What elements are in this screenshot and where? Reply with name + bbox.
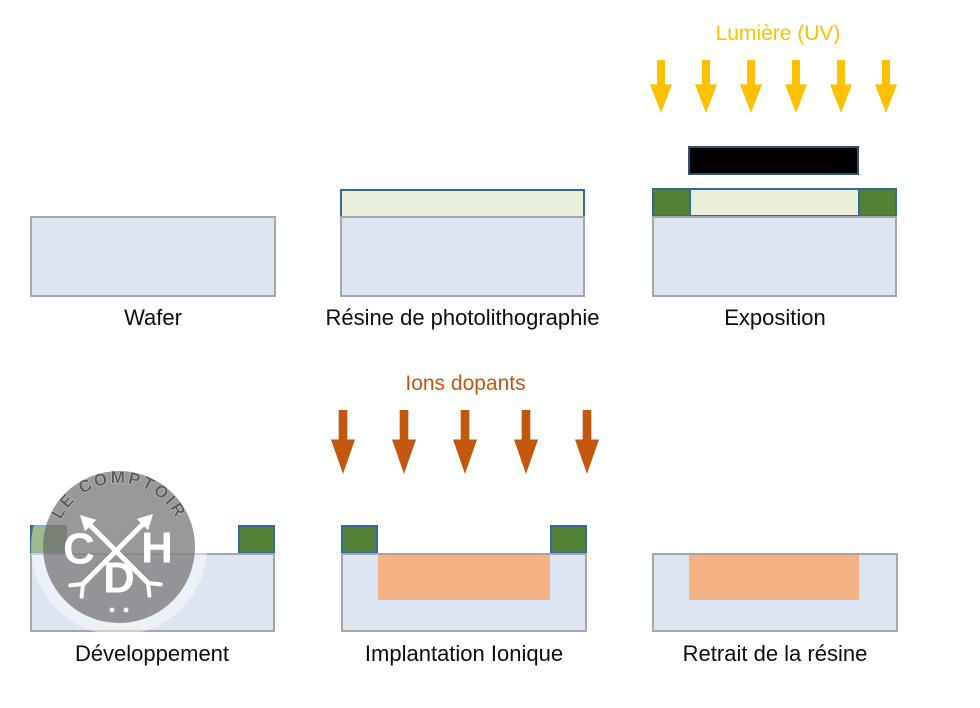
- watermark-letter-h: H: [141, 524, 173, 573]
- exposed-resist-right: [860, 190, 895, 215]
- uv-arrow-icon: [695, 60, 717, 113]
- masked-resist-center: [689, 190, 860, 215]
- le-comptoir-watermark: LE COMPTOIR C H D: [31, 459, 207, 635]
- exposed-resist-strip: [652, 188, 897, 217]
- ion-arrow-icon: [575, 410, 599, 474]
- watermark-dot: [123, 607, 129, 613]
- doped-region: [378, 555, 550, 600]
- uv-arrow-icon: [830, 60, 852, 113]
- arrowheads: [80, 514, 153, 532]
- uv-arrow-icon: [650, 60, 672, 113]
- step-label-wafer: Wafer: [124, 305, 182, 330]
- ion-arrow-group: [331, 410, 599, 474]
- wafer-substrate: [30, 216, 276, 297]
- watermark-letter-c: C: [63, 525, 95, 574]
- wafer-substrate: [340, 216, 585, 297]
- doped-region: [689, 555, 859, 600]
- uv-arrow-icon: [785, 60, 807, 113]
- step-label-developpement: Développement: [74, 641, 230, 666]
- ion-arrow-icon: [514, 410, 538, 474]
- exposed-resist-left: [654, 190, 689, 215]
- step-label-exposition: Exposition: [724, 305, 826, 330]
- uv-light-annotation: Lumière (UV): [715, 22, 841, 45]
- step-label-retrait: Retrait de la résine: [682, 641, 868, 666]
- ion-arrow-icon: [331, 410, 355, 474]
- uv-arrow-icon: [875, 60, 897, 113]
- arrow-fletching: [68, 581, 163, 599]
- step-label-implantation: Implantation Ionique: [364, 641, 564, 666]
- photoresist-layer: [340, 189, 585, 218]
- wafer-substrate: [652, 216, 897, 297]
- resist-block-right: [238, 525, 275, 554]
- uv-arrow-group: [650, 60, 897, 113]
- uv-arrow-icon: [740, 60, 762, 113]
- resist-block-right: [550, 525, 587, 554]
- ion-arrow-icon: [392, 410, 416, 474]
- photomask: [688, 146, 859, 175]
- watermark-letter-d: D: [103, 554, 135, 603]
- ion-arrow-icon: [453, 410, 477, 474]
- watermark-dot: [109, 607, 115, 613]
- doping-ions-annotation: Ions dopants: [405, 372, 526, 395]
- resist-block-left: [341, 525, 378, 554]
- step-label-resist: Résine de photolithographie: [325, 305, 600, 330]
- crossed-arrows-icon: [80, 519, 151, 587]
